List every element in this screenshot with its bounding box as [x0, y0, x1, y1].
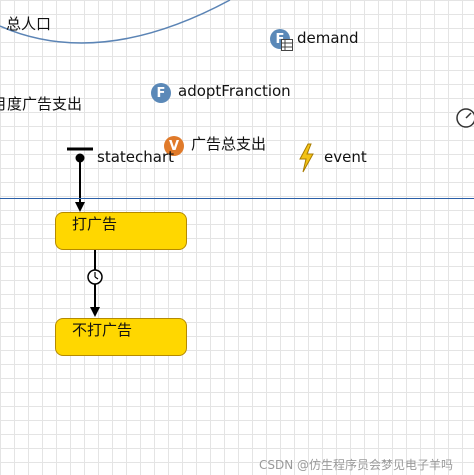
variable-icon[interactable]: V: [164, 136, 184, 156]
event-label[interactable]: event: [324, 148, 367, 166]
stock-arc[interactable]: [0, 0, 474, 60]
function-icon[interactable]: F: [151, 83, 171, 103]
lightning-icon[interactable]: [297, 143, 315, 173]
watermark: CSDN @仿生程序员会梦见电子羊吗: [259, 458, 454, 472]
state-label: 打广告: [72, 215, 118, 233]
timeout-transition[interactable]: [80, 249, 110, 321]
total-ad-spend-label[interactable]: 广告总支出: [191, 135, 267, 153]
demand-label[interactable]: demand: [297, 29, 359, 47]
stock-label: 总人口: [6, 15, 52, 33]
gauge-icon[interactable]: [454, 107, 474, 129]
statechart-label[interactable]: statechart: [97, 148, 174, 166]
adopt-fraction-label[interactable]: adoptFranction: [178, 82, 291, 100]
table-icon: [281, 39, 293, 51]
divider-line: [0, 198, 474, 199]
state-not-advertising[interactable]: 不打广告: [55, 318, 187, 356]
ad-budget-label[interactable]: 月度广告支出: [0, 95, 83, 113]
state-advertising[interactable]: 打广告: [55, 212, 187, 250]
statechart-entry[interactable]: [60, 140, 100, 216]
state-label: 不打广告: [72, 321, 133, 339]
